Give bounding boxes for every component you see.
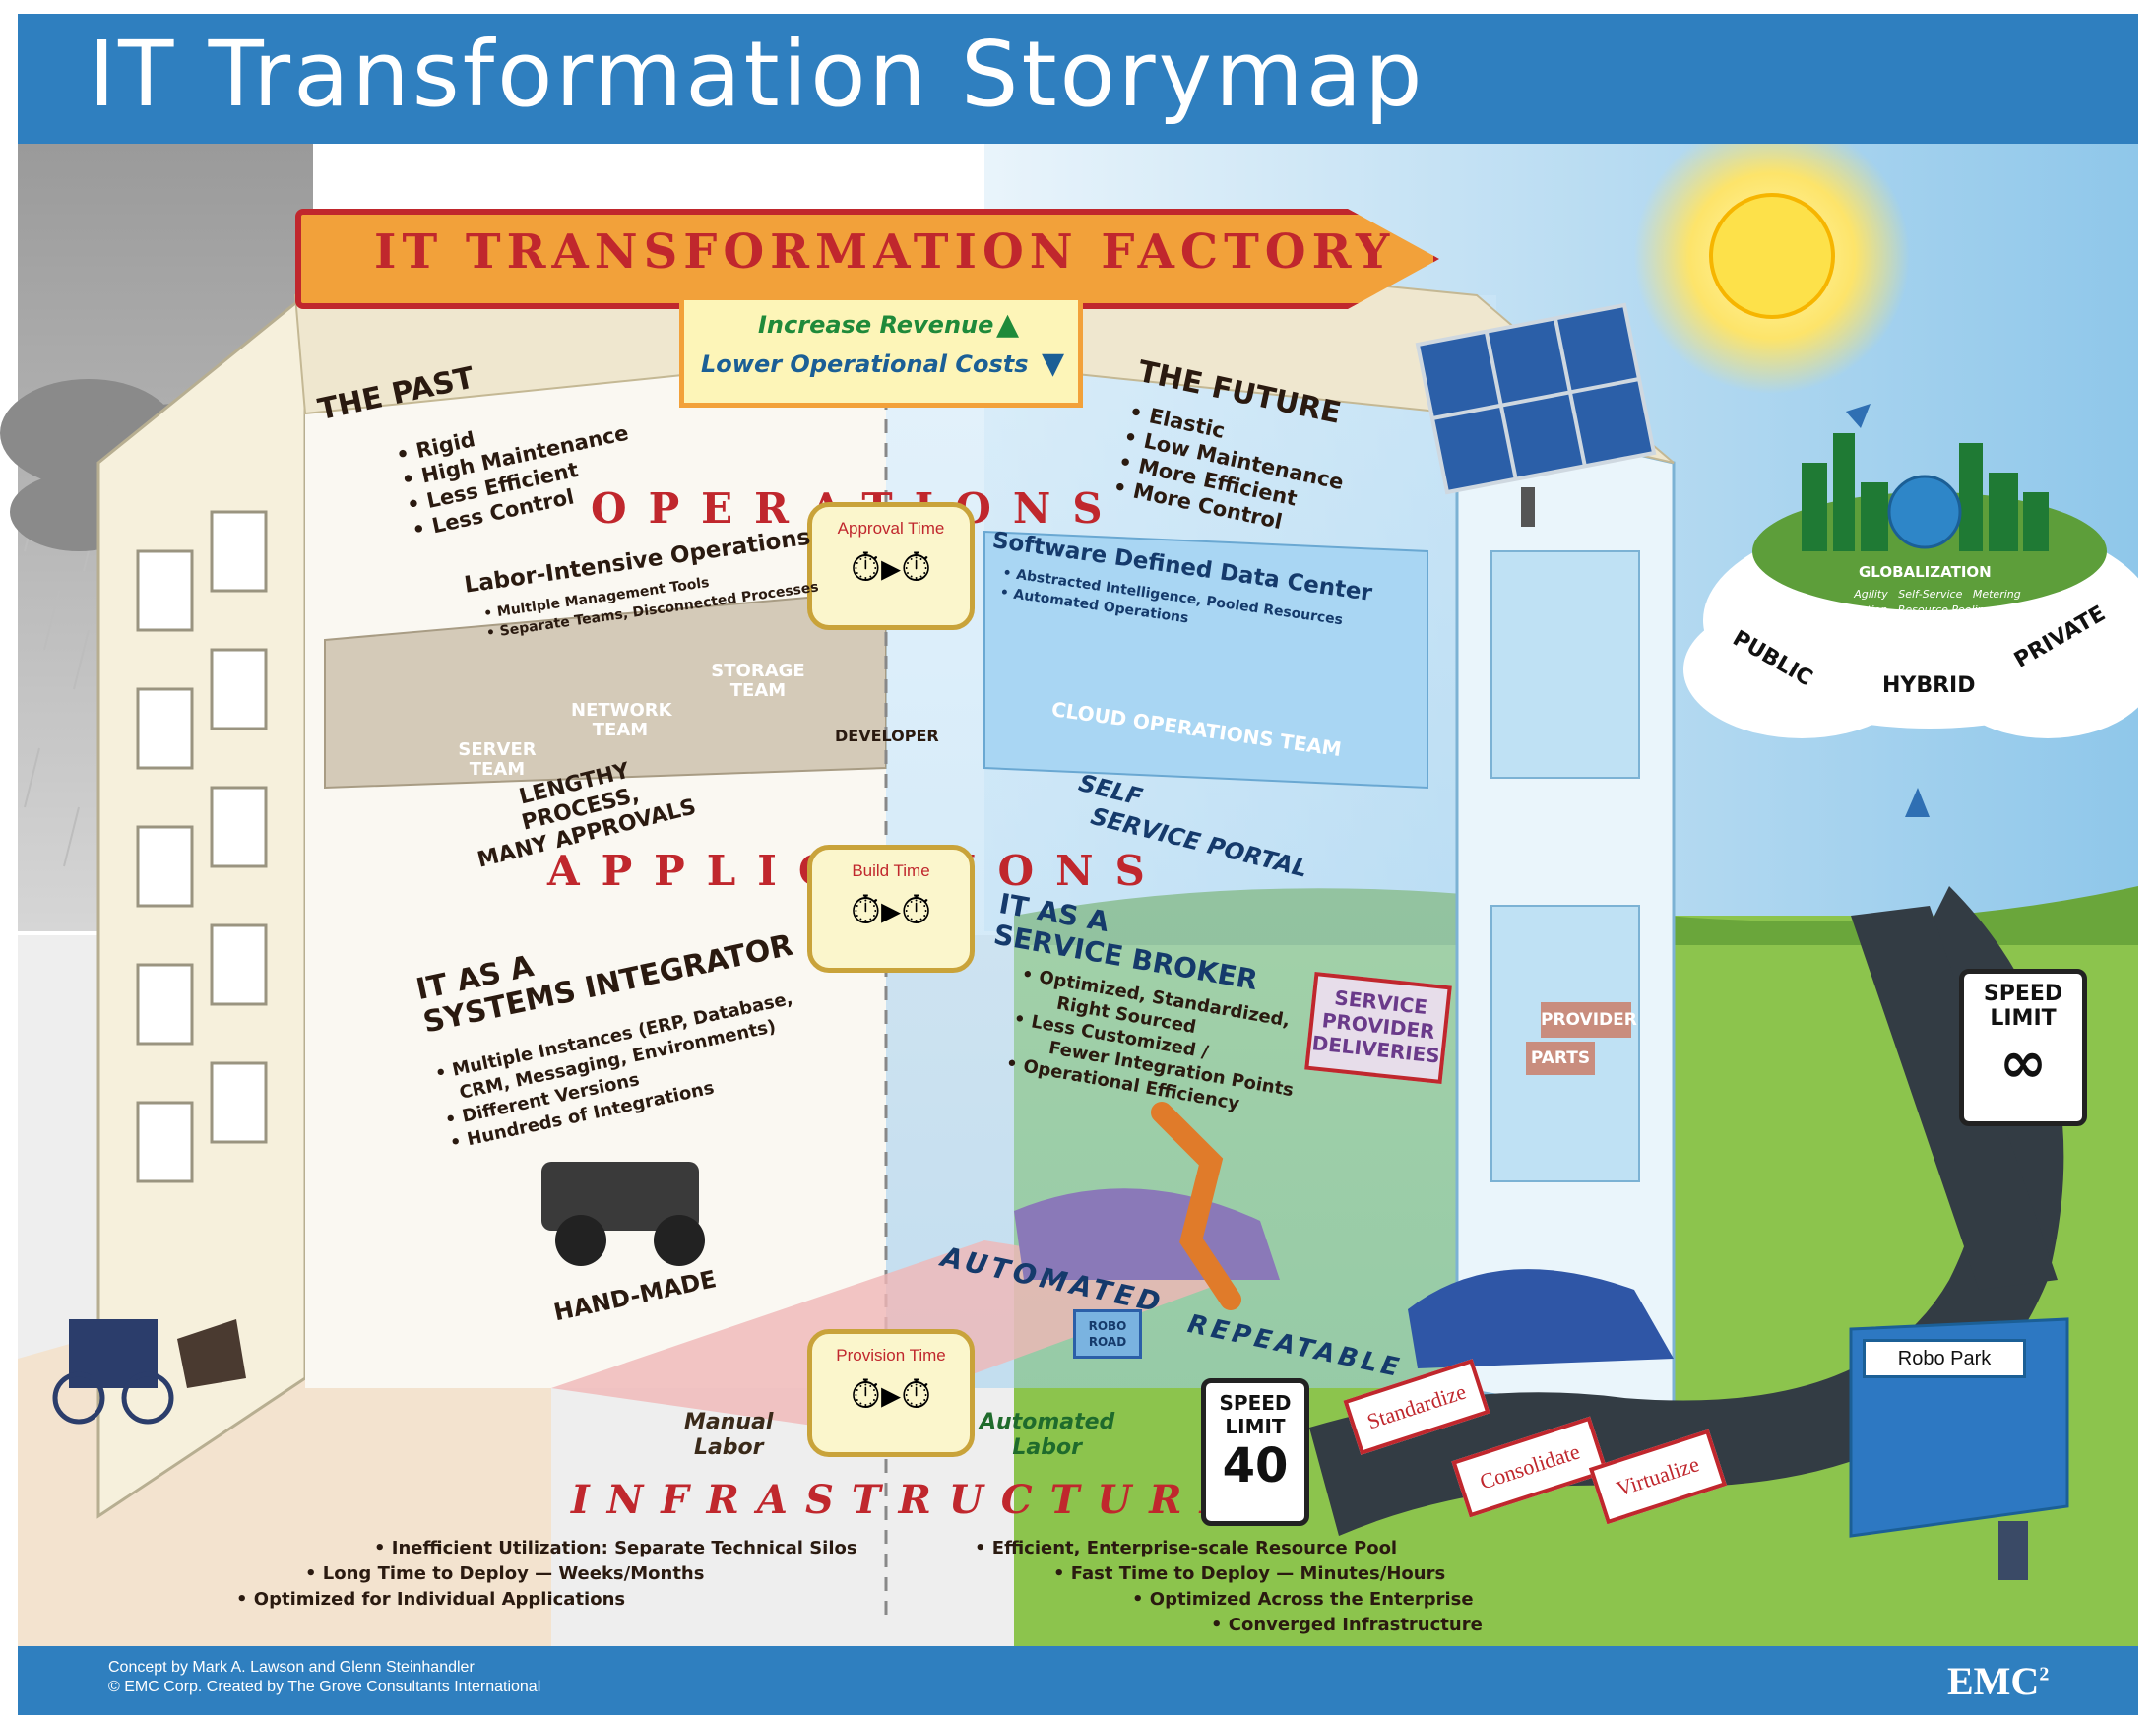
goal-revenue: Increase Revenue <box>758 311 994 339</box>
horse-carriage-icon <box>52 1319 246 1425</box>
provider-truck-label: Provider <box>1541 1002 1637 1038</box>
infra-future-item: • Fast Time to Deploy — Minutes/Hours <box>1053 1563 1446 1584</box>
robo-road-label: RoboRoad <box>1073 1309 1142 1359</box>
globalization-label: Globalization <box>1859 563 1992 581</box>
provision-time-box: Provision Time ⏱▸⏱ <box>807 1329 975 1457</box>
cloud-city-icon <box>1683 433 2156 738</box>
stopwatch-icon: ⏱▸⏱ <box>850 545 932 591</box>
cloud-trait: Automation <box>1824 603 1888 616</box>
infra-past-item: • Long Time to Deploy — Weeks/Months <box>305 1563 705 1584</box>
kiosk-icon <box>1998 1521 2028 1580</box>
robo-park-sign: Robo Park <box>1863 1339 2026 1378</box>
factory-sign-board <box>295 209 1439 309</box>
speed-limit-infinity-sign: Speed Limit ∞ <box>1959 969 2087 1126</box>
title-bar <box>18 14 2138 144</box>
arrow-up-icon: ▲ <box>996 307 1020 342</box>
approval-time-box: Approval Time ⏱▸⏱ <box>807 502 975 630</box>
rocket-icon-2 <box>1905 788 1930 817</box>
factory-sign-text: IT Transformation Factory <box>374 224 1396 280</box>
infra-past-item: • Optimized for Individual Applications <box>236 1589 626 1610</box>
infra-future-item: • Optimized Across the Enterprise <box>1132 1589 1474 1610</box>
robot-arm-icon <box>1151 1102 1241 1310</box>
footer-credits: Concept by Mark A. Lawson and Glenn Stei… <box>108 1658 540 1697</box>
emc-logo: EMC2 <box>1947 1659 2050 1703</box>
page-title: IT Transformation Storymap <box>89 22 1426 127</box>
cloud-trait: Self-Service <box>1898 588 1963 601</box>
cloud-hybrid-label: Hybrid <box>1882 673 1976 698</box>
service-provider-deliveries-sign: Service Provider Deliveries <box>1304 971 1452 1085</box>
infra-future-item: • Converged Infrastructure <box>1211 1615 1483 1635</box>
network-team-label: Network Team <box>571 700 672 740</box>
stopwatch-icon: ⏱▸⏱ <box>850 888 932 933</box>
build-time-box: Build Time ⏱▸⏱ <box>807 845 975 973</box>
server-team-label: Server Team <box>458 739 537 780</box>
infrastructure-label: Infrastructure <box>571 1477 1247 1523</box>
storage-team-label: Storage Team <box>711 661 805 701</box>
provision-time-label: Provision Time <box>836 1346 946 1365</box>
developer-label: Developer <box>835 727 939 745</box>
cloud-trait: Agility <box>1854 588 1888 601</box>
infra-past-list: • Inefficient Utilization: Separate Tech… <box>236 1536 857 1613</box>
footer-bar <box>18 1646 2138 1715</box>
globe-icon <box>1887 475 1962 549</box>
arrow-down-icon: ▼ <box>1042 347 1065 381</box>
cloud-traits: Agility Self-Service Metering Automation… <box>1780 587 2095 618</box>
speed-limit-40-sign: Speed Limit 40 <box>1201 1378 1309 1526</box>
footer-credit-line: © EMC Corp. Created by The Grove Consult… <box>108 1679 541 1695</box>
vintage-car-icon <box>541 1162 705 1266</box>
cloud-trait: Metering <box>1972 588 2021 601</box>
approval-time-label: Approval Time <box>837 519 945 538</box>
rocket-icon <box>1846 404 1871 428</box>
cloud-trait: Resource Pooling <box>1897 603 1992 616</box>
solar-panel-icon <box>1415 302 1657 527</box>
parts-truck-label: Parts <box>1526 1042 1595 1075</box>
footer-credit-line: Concept by Mark A. Lawson and Glenn Stei… <box>108 1659 475 1676</box>
cloud-trait: Elasticity <box>2001 603 2051 616</box>
infra-future-list: • Efficient, Enterprise-scale Resource P… <box>975 1536 1483 1638</box>
infra-future-item: • Efficient, Enterprise-scale Resource P… <box>975 1538 1398 1558</box>
goals-panel <box>679 295 1083 408</box>
build-time-label: Build Time <box>852 861 930 880</box>
infra-past-item: • Inefficient Utilization: Separate Tech… <box>374 1538 857 1558</box>
goal-costs: Lower Operational Costs <box>701 350 1029 378</box>
stopwatch-icon: ⏱▸⏱ <box>850 1372 932 1418</box>
